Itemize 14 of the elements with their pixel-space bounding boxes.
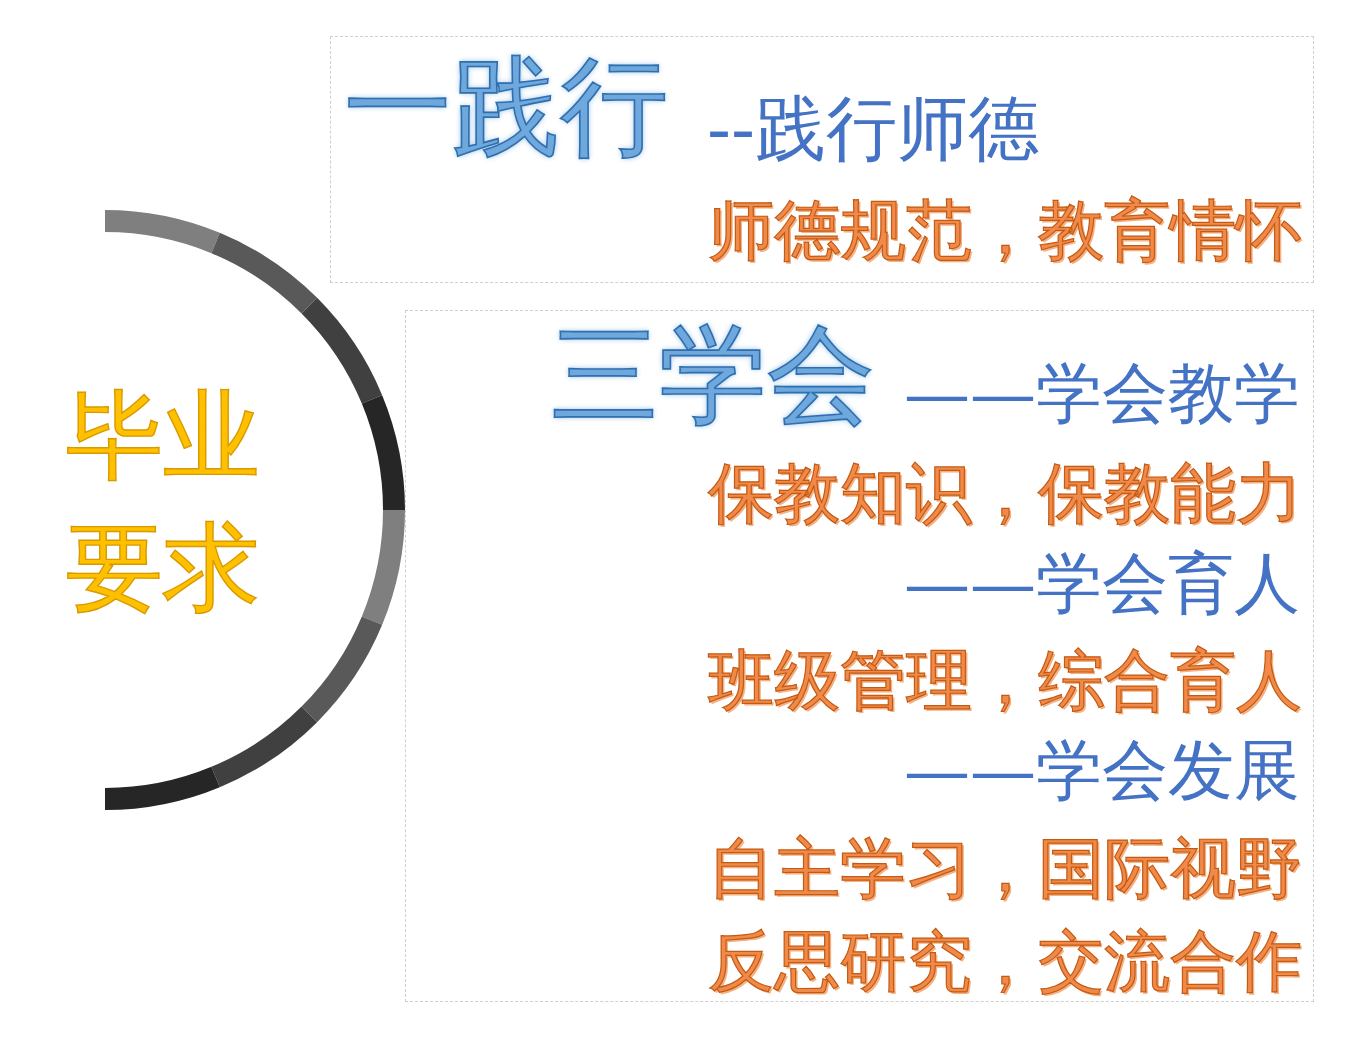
- dashed-box: [405, 310, 1314, 1002]
- subheading: ——学会育人: [904, 551, 1300, 617]
- subheading: --践行师德: [707, 93, 1039, 164]
- heading: 一践行: [344, 53, 668, 161]
- heading: 三学会: [551, 321, 875, 429]
- body-text: 保教知识，保教能力: [708, 461, 1302, 527]
- subheading: ——学会教学: [904, 361, 1300, 427]
- body-text: 自主学习，国际视野: [708, 836, 1302, 902]
- dashed-box: [330, 36, 1314, 283]
- body-text: 班级管理，综合育人: [708, 648, 1302, 714]
- body-text: 反思研究，交流合作: [708, 929, 1302, 995]
- body-text: 师德规范，教育情怀: [708, 198, 1302, 264]
- subheading: ——学会发展: [904, 738, 1300, 804]
- title-text: 毕业要求: [66, 378, 261, 626]
